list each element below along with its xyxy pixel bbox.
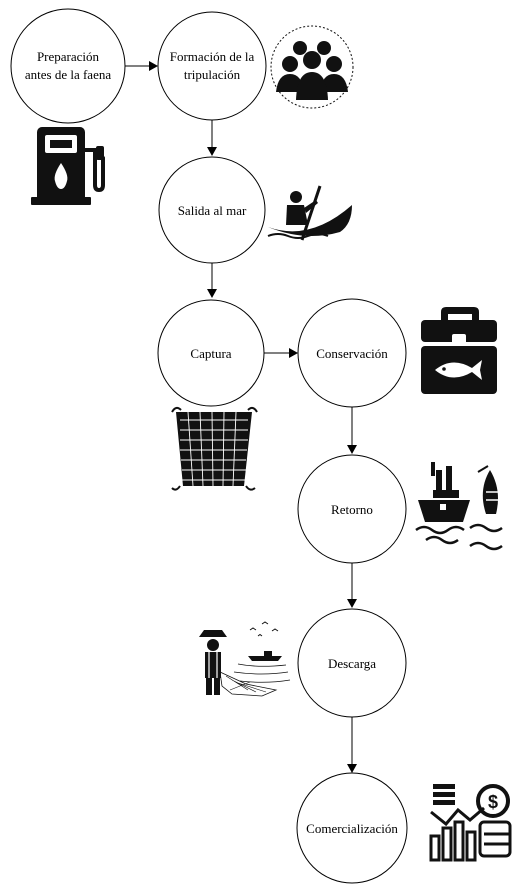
node-retorno-label: Retorno xyxy=(331,502,373,517)
node-formacion: Formación de la tripulación xyxy=(157,11,267,121)
fuel-pump-icon xyxy=(31,127,105,205)
market-finance-icon: $ xyxy=(429,784,512,862)
node-captura-label: Captura xyxy=(190,346,231,361)
node-salida: Salida al mar xyxy=(158,156,266,264)
node-descarga: Descarga xyxy=(297,608,407,718)
node-comercializacion: Comercialización xyxy=(296,772,408,884)
node-formacion-line2: tripulación xyxy=(184,67,241,82)
node-descarga-label: Descarga xyxy=(328,656,376,671)
node-retorno: Retorno xyxy=(297,454,407,564)
canoe-rower-icon xyxy=(267,185,352,241)
crew-group-icon xyxy=(270,25,354,109)
fishing-net-icon xyxy=(171,406,258,491)
fishing-boats-icon xyxy=(415,462,503,551)
node-preparacion: Preparación antes de la faena xyxy=(10,8,126,124)
node-preparacion-line2: antes de la faena xyxy=(25,67,111,82)
svg-text:$: $ xyxy=(488,792,498,812)
fisherman-shore-icon xyxy=(199,621,291,697)
node-salida-label: Salida al mar xyxy=(178,203,247,218)
node-conservacion: Conservación xyxy=(297,298,407,408)
node-formacion-line1: Formación de la xyxy=(170,49,255,64)
node-captura: Captura xyxy=(157,299,265,407)
fish-cooler-icon xyxy=(421,307,497,394)
node-conservacion-label: Conservación xyxy=(316,346,388,361)
node-preparacion-line1: Preparación xyxy=(37,49,100,64)
node-comercializacion-label: Comercialización xyxy=(306,821,398,836)
